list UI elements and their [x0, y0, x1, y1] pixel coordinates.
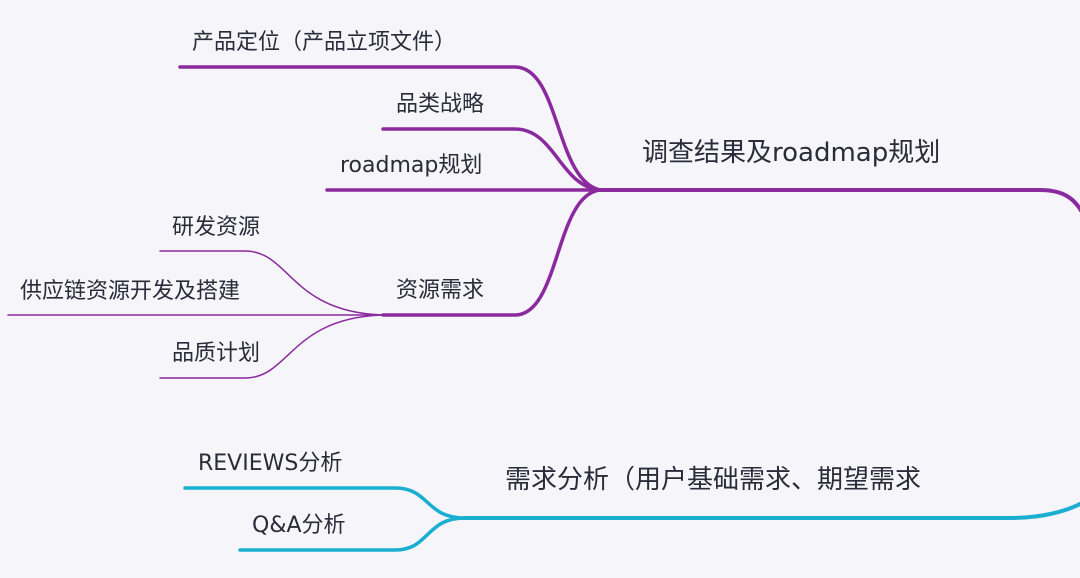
node-resource-needs[interactable]: 资源需求: [396, 278, 485, 303]
node-reviews-analysis[interactable]: REVIEWS分析: [198, 451, 343, 476]
connector-main-cyan: [463, 501, 1080, 520]
connector-reviews: [183, 486, 467, 520]
connector-resource-needs: [381, 188, 602, 317]
node-supply-chain[interactable]: 供应链资源开发及搭建: [20, 279, 241, 304]
node-roadmap-planning[interactable]: roadmap规划: [340, 153, 483, 178]
node-research-roadmap[interactable]: 调查结果及roadmap规划: [642, 138, 941, 168]
node-category-strategy[interactable]: 品类战略: [396, 92, 485, 117]
node-quality-plan[interactable]: 品质计划: [172, 341, 261, 366]
connector-rd-resources: [159, 250, 384, 316]
node-product-positioning[interactable]: 产品定位（产品立项文件）: [192, 30, 457, 55]
connector-qa: [238, 516, 467, 552]
connector-product-positioning: [178, 65, 602, 192]
node-qa-analysis[interactable]: Q&A分析: [252, 513, 346, 538]
connector-main-purple: [598, 188, 1080, 213]
node-rd-resources[interactable]: 研发资源: [172, 215, 261, 240]
node-needs-analysis[interactable]: 需求分析（用户基础需求、期望需求: [505, 465, 922, 495]
connector-category-strategy: [381, 127, 602, 192]
connector-quality-plan: [159, 314, 384, 379]
